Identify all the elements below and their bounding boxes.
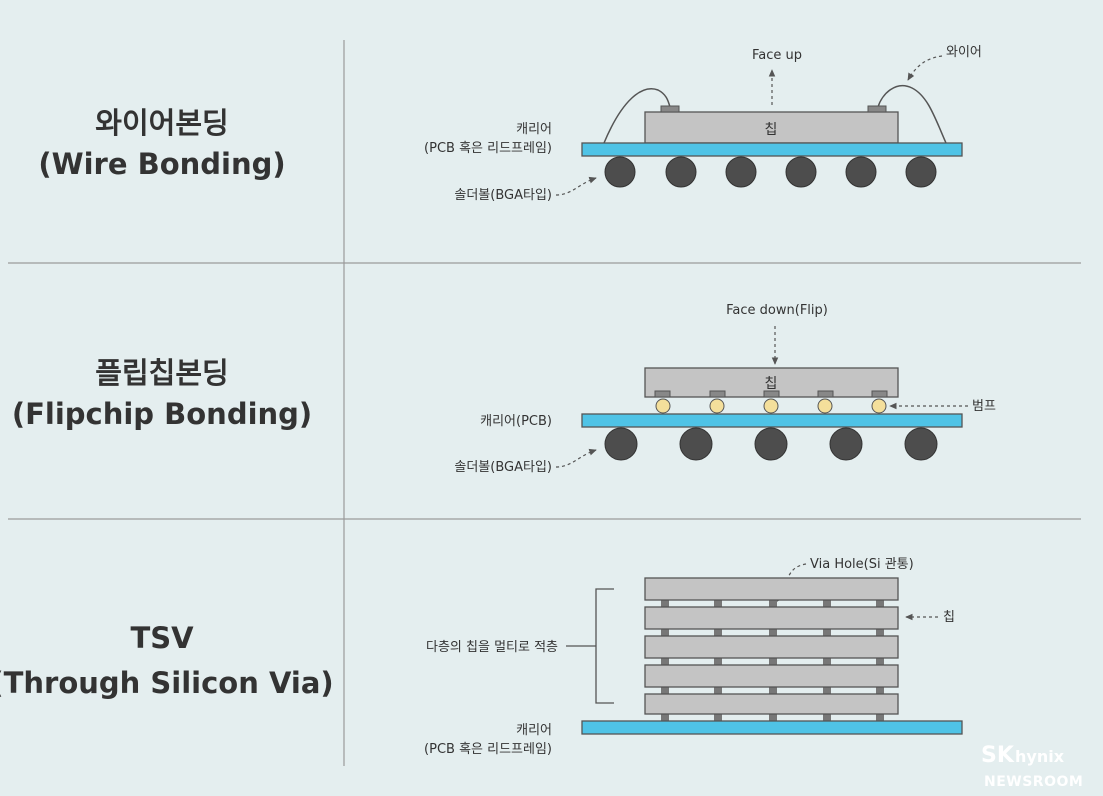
tsv-title: TSV [130, 621, 194, 655]
bond-pad-left [660, 105, 680, 113]
via [769, 629, 777, 636]
via [823, 600, 831, 607]
flipchip-title-ko: 플립칩본딩 [95, 356, 228, 390]
flipchip-title-en: (Flipchip Bonding) [12, 397, 312, 431]
via [714, 629, 722, 636]
bump [817, 398, 833, 414]
bump-pad [817, 390, 834, 398]
carrier-substrate [581, 142, 963, 157]
solder-ball [604, 156, 636, 188]
solder-ball [725, 156, 757, 188]
carrier-substrate [581, 720, 963, 735]
solder-ball [665, 156, 697, 188]
chip-label: 칩 [765, 376, 778, 392]
face-up-label: Face up [752, 48, 802, 63]
chip-label: 칩 [765, 122, 778, 138]
bump [709, 398, 725, 414]
bump [763, 398, 779, 414]
logo-newsroom: NEWSROOM [984, 774, 1083, 790]
via [661, 687, 669, 694]
via [661, 714, 669, 721]
carrier-label: 캐리어 [516, 122, 552, 137]
stacked-chip [644, 635, 899, 659]
bump-pads [654, 390, 888, 398]
via [714, 658, 722, 665]
wire-bonding-diagram: 칩 Face up 와이어 캐리어 (PCB 혹은 리드프레임) 솔더볼(BGA… [424, 45, 982, 203]
bump [655, 398, 671, 414]
solder-ball [754, 427, 788, 461]
solder-ball [785, 156, 817, 188]
solder-ball [829, 427, 863, 461]
solder-ball [904, 427, 938, 461]
bumps [655, 398, 887, 414]
wire-bonding-title-en: (Wire Bonding) [38, 147, 285, 181]
via [823, 658, 831, 665]
stack-bracket [595, 588, 614, 704]
bump [871, 398, 887, 414]
wire-pointer [907, 55, 943, 81]
wire-bonding-title-ko: 와이어본딩 [95, 106, 228, 140]
solder-ball [845, 156, 877, 188]
solder-balls [604, 427, 938, 461]
via [823, 687, 831, 694]
via [714, 714, 722, 721]
stacked-chip [644, 693, 899, 715]
via [769, 714, 777, 721]
via [769, 600, 777, 607]
via [769, 687, 777, 694]
carrier-label: 캐리어(PCB) [480, 414, 552, 429]
bump-pad [709, 390, 726, 398]
via [661, 629, 669, 636]
logo-sk: SK [981, 743, 1015, 768]
bump-label: 범프 [972, 399, 996, 414]
via [876, 714, 884, 721]
logo-hynix: hynix [1015, 747, 1065, 766]
solder-ball-label: 솔더볼(BGA타입) [454, 188, 552, 203]
via [714, 600, 722, 607]
stacked-chip [644, 606, 899, 630]
via [823, 714, 831, 721]
bump-pad [763, 390, 780, 398]
tsv-vias [661, 600, 884, 721]
solder-ball [905, 156, 937, 188]
via [823, 629, 831, 636]
face-down-label: Face down(Flip) [726, 303, 828, 318]
via [876, 600, 884, 607]
solder-ball-label: 솔더볼(BGA타입) [454, 460, 552, 475]
tsv-title-en: (Through Silicon Via) [0, 666, 334, 700]
solder-ball [604, 427, 638, 461]
solder-balls [604, 156, 937, 188]
via [876, 687, 884, 694]
die-chip [644, 111, 899, 144]
carrier-sublabel: (PCB 혹은 리드프레임) [424, 141, 552, 156]
carrier-sublabel: (PCB 혹은 리드프레임) [424, 742, 552, 757]
via [876, 629, 884, 636]
stacked-chips [644, 577, 899, 715]
sk-hynix-newsroom-logo: SK hynix NEWSROOM [981, 743, 1083, 790]
bump-pad [871, 390, 888, 398]
via-hole-label: Via Hole(Si 관통) [810, 557, 914, 572]
chip-label: 칩 [943, 610, 955, 625]
via [661, 600, 669, 607]
via [769, 658, 777, 665]
bond-wire-right [877, 85, 947, 144]
stack-label: 다층의 칩을 멀티로 적층 [426, 640, 558, 655]
carrier-label: 캐리어 [516, 723, 552, 738]
solder-ball-pointer [555, 448, 597, 468]
tsv-diagram: Via Hole(Si 관통) [424, 557, 963, 757]
flipchip-diagram: Face down(Flip) 칩 범프 캐리어(PCB) [454, 303, 996, 475]
bond-pad-right [867, 105, 887, 113]
stacked-chip [644, 664, 899, 688]
wire-label: 와이어 [946, 45, 982, 60]
bond-wire-left [603, 88, 671, 144]
solder-ball-pointer [555, 176, 597, 196]
via [876, 658, 884, 665]
carrier-substrate [581, 413, 963, 428]
solder-ball [679, 427, 713, 461]
bump-pad [654, 390, 671, 398]
via [661, 658, 669, 665]
stacked-chip [644, 577, 899, 601]
via [714, 687, 722, 694]
